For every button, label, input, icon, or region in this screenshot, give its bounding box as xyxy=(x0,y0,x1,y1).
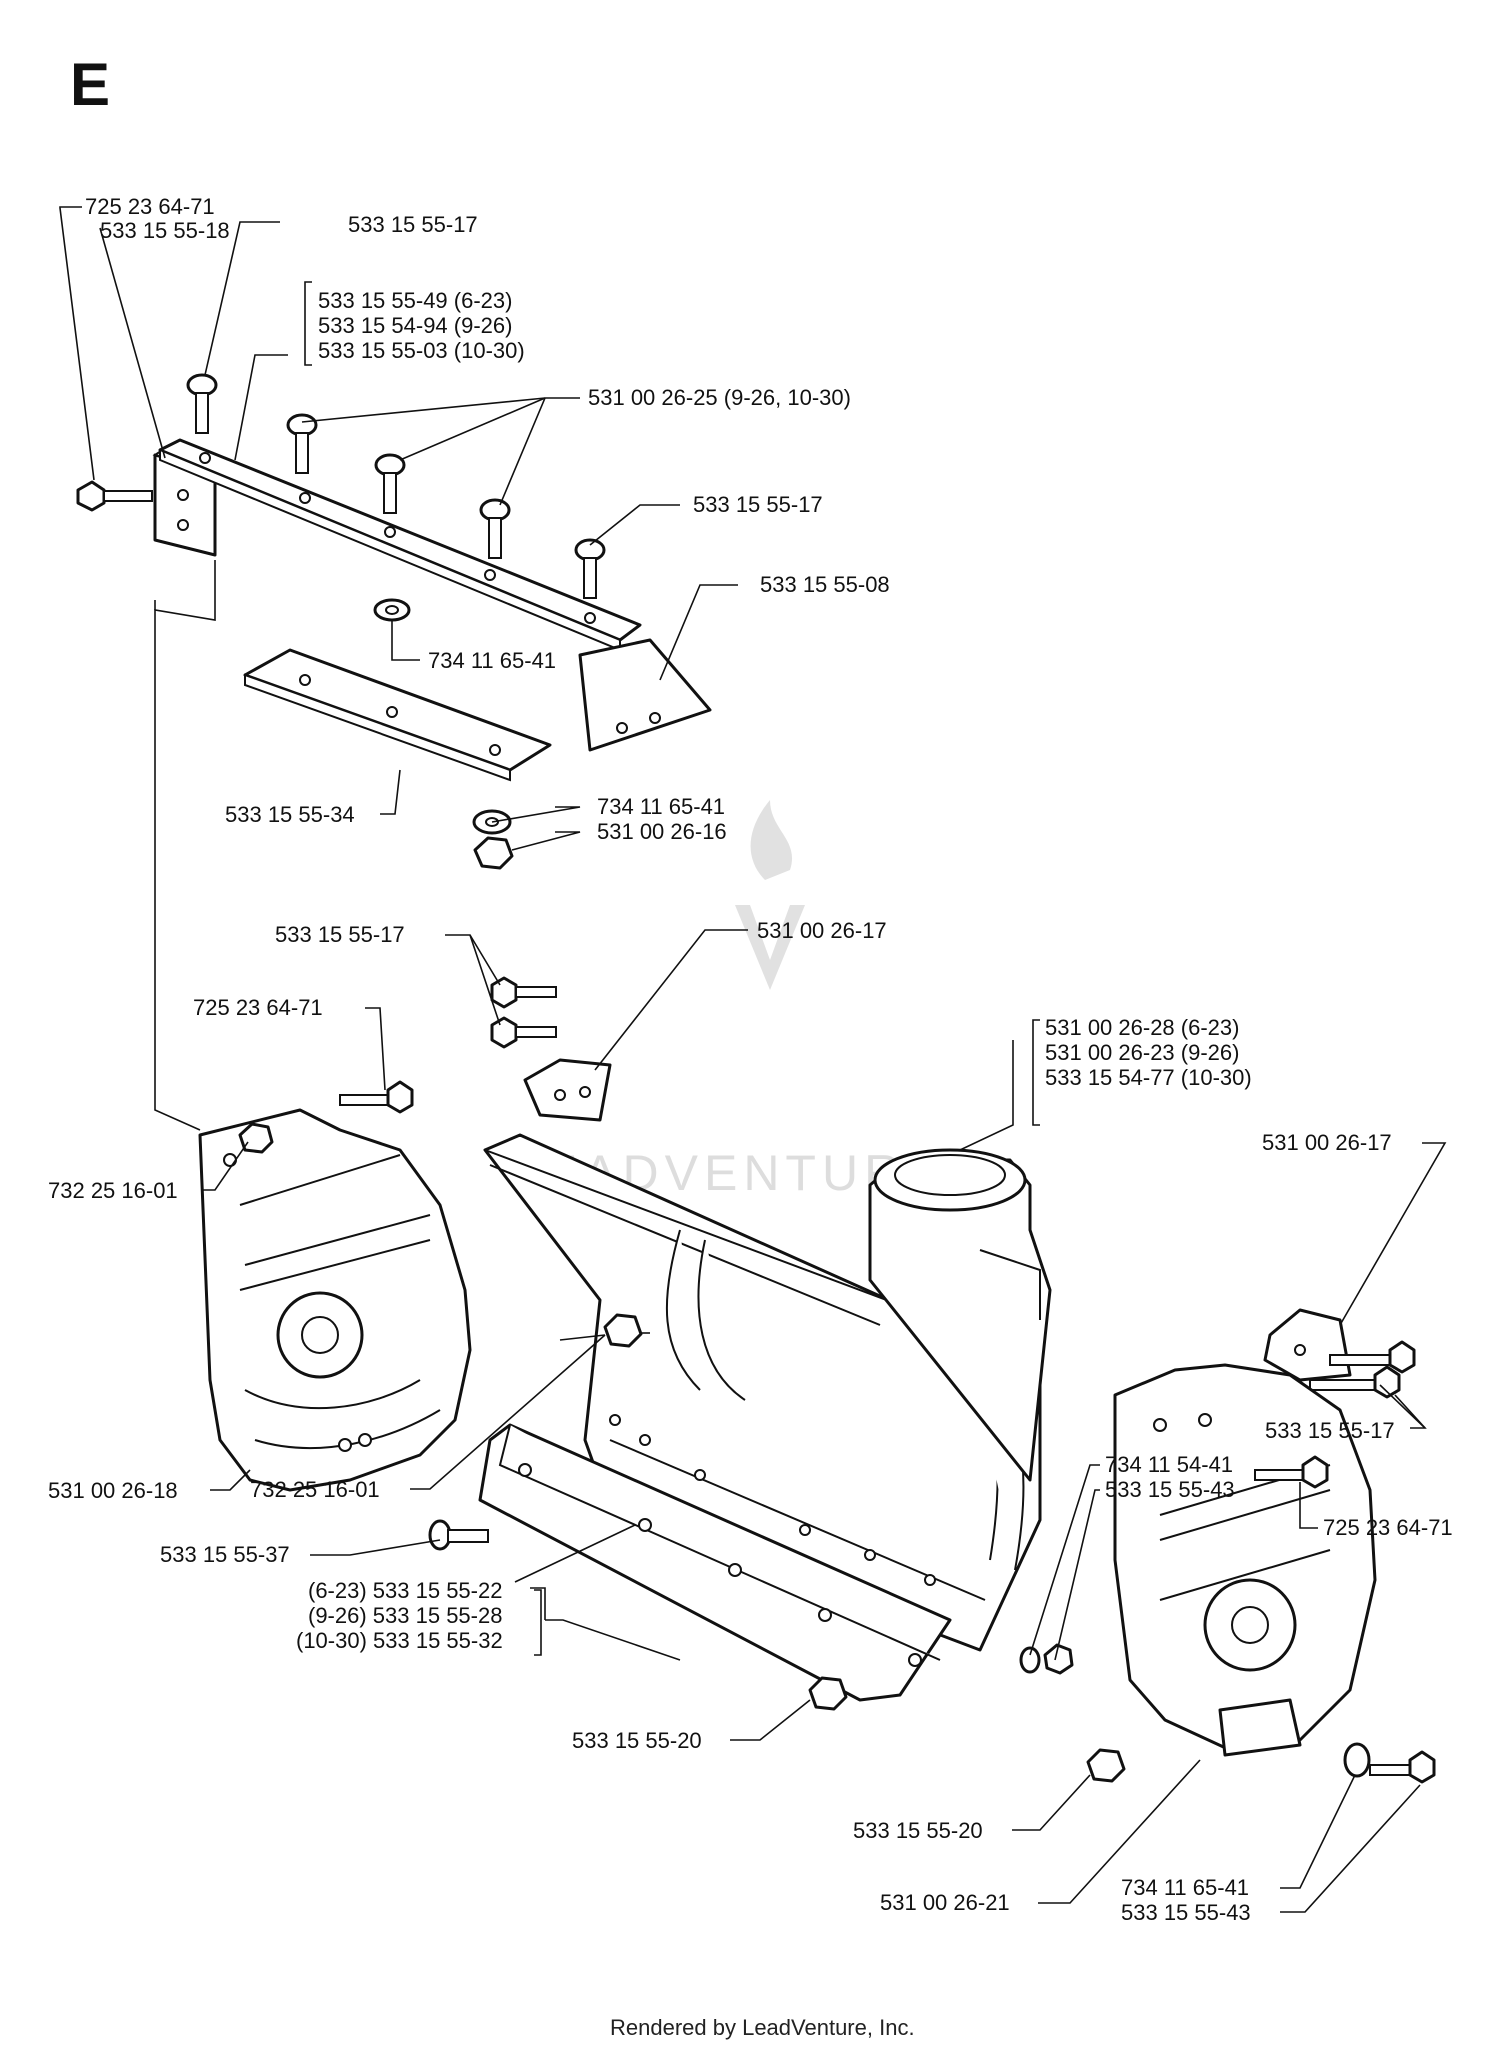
part-label: 533 15 55-49 (6-23) xyxy=(318,288,512,313)
part-label: 533 15 55-20 xyxy=(572,1728,702,1753)
part-label: 725 23 64-71 xyxy=(193,995,323,1020)
part-label: 533 15 55-20 xyxy=(853,1818,983,1843)
part-labels: 725 23 64-71 533 15 55-18 533 15 55-17 5… xyxy=(48,194,1453,1925)
part-label: (10-30) 533 15 55-32 xyxy=(296,1628,503,1653)
part-label: 533 15 54-77 (10-30) xyxy=(1045,1065,1252,1090)
scraper-blade xyxy=(428,1423,952,1711)
hex-bolt xyxy=(1254,1455,1329,1489)
part-label: 531 00 26-18 xyxy=(48,1478,178,1503)
nut-icon xyxy=(808,1676,848,1711)
part-label: 531 00 26-17 xyxy=(757,918,887,943)
part-label: (9-26) 533 15 55-28 xyxy=(308,1603,502,1628)
hex-bolt xyxy=(339,1080,414,1114)
part-label: 533 15 55-37 xyxy=(160,1542,290,1567)
part-label: 533 15 54-94 (9-26) xyxy=(318,313,512,338)
skid-bracket-right xyxy=(1263,1308,1416,1399)
hex-bolt xyxy=(490,1016,557,1049)
nut-icon xyxy=(238,1122,274,1154)
hex-nut-left xyxy=(559,1313,650,1348)
hex-bolt xyxy=(490,976,557,1009)
carriage-bolt xyxy=(286,413,318,474)
part-label: 533 15 55-17 xyxy=(693,492,823,517)
left-side-panel xyxy=(198,1080,472,1492)
carriage-bolt xyxy=(574,538,606,599)
part-label: 531 00 26-25 (9-26, 10-30) xyxy=(588,385,851,410)
part-label: 531 00 26-23 (9-26) xyxy=(1045,1040,1239,1065)
part-label: 734 11 65-41 xyxy=(428,648,556,673)
hex-bolt xyxy=(1309,1365,1401,1399)
washer-icon xyxy=(373,598,411,622)
part-label: 734 11 54-41 xyxy=(1105,1452,1233,1477)
right-side-panel xyxy=(1019,1363,1436,1784)
leadventure-watermark: LEADVENTURE xyxy=(510,800,940,1201)
part-label: 531 00 26-17 xyxy=(1262,1130,1392,1155)
washer-icon xyxy=(1343,1742,1371,1778)
carriage-bolt xyxy=(428,1519,489,1551)
part-label: 725 23 64-71 xyxy=(1323,1515,1453,1540)
nut-icon xyxy=(1086,1748,1126,1783)
part-label: (6-23) 533 15 55-22 xyxy=(308,1578,502,1603)
skid-bracket xyxy=(490,976,612,1122)
part-label: 533 15 55-43 xyxy=(1105,1477,1235,1502)
part-label: 533 15 55-34 xyxy=(225,802,355,827)
washer-icon xyxy=(1019,1646,1041,1674)
part-label: 533 15 55-43 xyxy=(1121,1900,1251,1925)
hex-bolt xyxy=(76,480,153,512)
leader-lines xyxy=(59,206,1447,1913)
part-label: 734 11 65-41 xyxy=(597,794,725,819)
part-label: 531 00 26-16 xyxy=(597,819,727,844)
hex-bolt xyxy=(1369,1750,1436,1784)
part-label: 533 15 55-18 xyxy=(100,218,230,243)
part-label: 732 25 16-01 xyxy=(48,1178,178,1203)
nut-icon xyxy=(1043,1643,1074,1675)
top-plate-assembly xyxy=(76,373,712,1131)
part-label: 531 00 26-28 (6-23) xyxy=(1045,1015,1239,1040)
part-label: 533 15 55-17 xyxy=(275,922,405,947)
carriage-bolt xyxy=(479,498,511,559)
part-label: 533 15 55-08 xyxy=(760,572,890,597)
part-label: 734 11 65-41 xyxy=(1121,1875,1249,1900)
part-label: 531 00 26-21 xyxy=(880,1890,1010,1915)
nut-icon xyxy=(473,836,514,870)
part-label: 533 15 55-17 xyxy=(1265,1418,1395,1443)
carriage-bolt xyxy=(374,453,406,514)
auger-housing xyxy=(483,1133,1052,1652)
part-label: 533 15 55-17 xyxy=(348,212,478,237)
part-label: 732 25 16-01 xyxy=(250,1477,380,1502)
section-letter: E xyxy=(70,51,110,118)
part-label: 533 15 55-03 (10-30) xyxy=(318,338,525,363)
hex-bolt xyxy=(1329,1340,1416,1374)
part-label: 725 23 64-71 xyxy=(85,194,215,219)
carriage-bolt xyxy=(186,373,218,434)
footer-credit: Rendered by LeadVenture, Inc. xyxy=(610,2015,915,2040)
